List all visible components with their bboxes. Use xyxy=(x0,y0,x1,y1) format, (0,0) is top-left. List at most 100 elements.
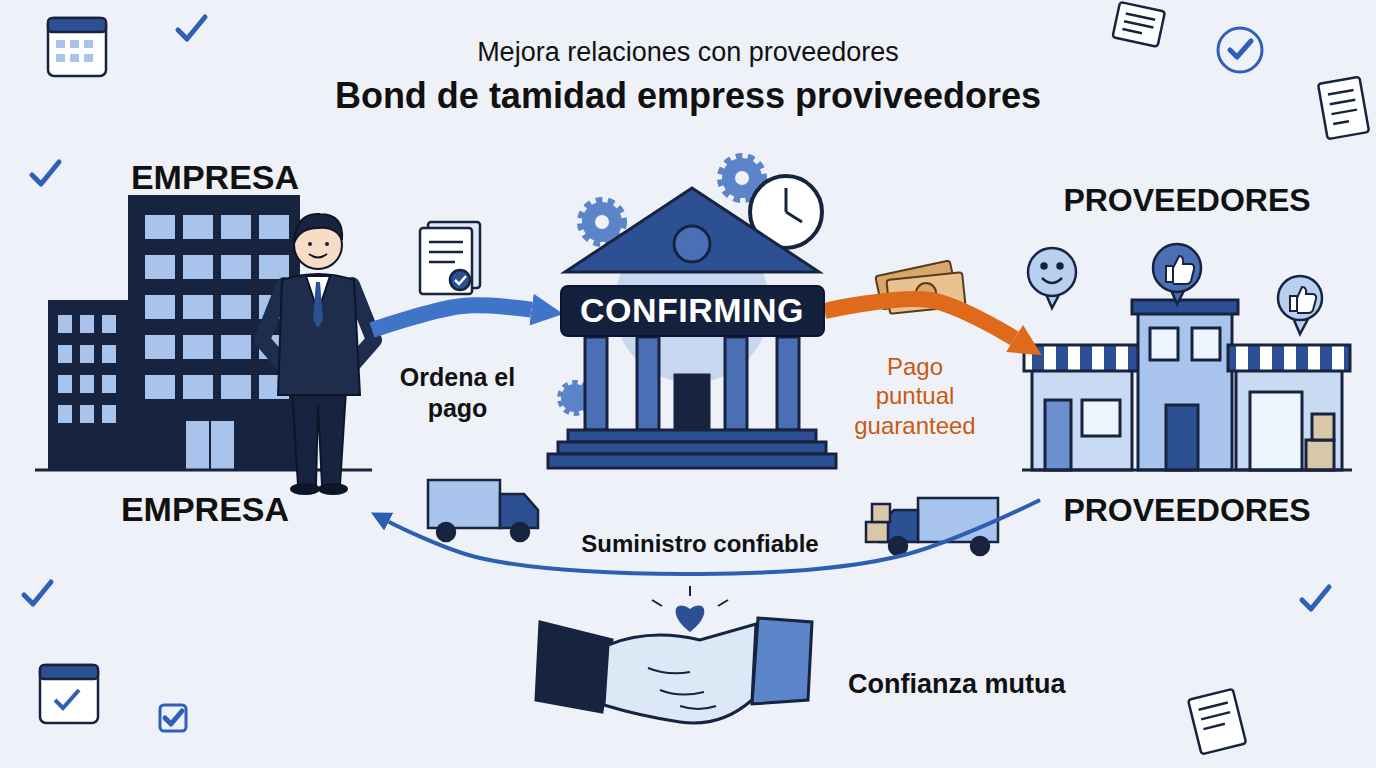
delivery-trucks-part xyxy=(428,480,538,541)
bank-building-part xyxy=(675,375,709,430)
document-icons-part-part xyxy=(1113,2,1165,47)
document-icon-part xyxy=(455,276,466,284)
delivery-trucks-part xyxy=(866,522,888,542)
confirming-box: CONFIRMING xyxy=(560,285,825,337)
document-icon-part xyxy=(429,242,463,262)
businessman-part xyxy=(278,274,360,395)
calendar-icons-part xyxy=(56,40,93,62)
office-building-part xyxy=(209,420,211,470)
check-marks-part xyxy=(165,711,182,724)
document-icons-part-part xyxy=(1318,77,1369,139)
businessman xyxy=(262,214,374,494)
calendar-icons-part xyxy=(48,18,106,32)
bank-building-part xyxy=(582,202,622,242)
supplier-shops-part xyxy=(1045,400,1071,470)
handshake xyxy=(536,586,812,723)
node-label: PROVEEDORES xyxy=(1063,182,1310,219)
feedback-bubbles-part xyxy=(1294,319,1308,334)
document-icon-part xyxy=(420,228,472,294)
node-label: CONFIRMING xyxy=(580,291,804,330)
supplier-shops xyxy=(1022,300,1352,470)
document-icons-part-part xyxy=(1122,13,1155,35)
handshake-part xyxy=(536,622,612,712)
company-node: EMPRESA EMPRESA xyxy=(40,150,372,540)
bank-building-part xyxy=(674,226,710,262)
check-marks-part xyxy=(160,705,186,731)
businessman-part xyxy=(309,254,327,258)
calendar-icons-part xyxy=(55,690,79,708)
check-marks xyxy=(24,17,1329,731)
handshake-part xyxy=(752,618,812,704)
node-label: EMPRESA xyxy=(121,490,289,529)
supplier-shops-part xyxy=(1306,440,1334,470)
handshake-part xyxy=(648,668,716,709)
feedback-bubbles-part xyxy=(1042,264,1047,269)
document-icons-part xyxy=(1113,2,1165,47)
document-icons-part-part xyxy=(1328,90,1359,124)
flow-arrow xyxy=(372,305,532,330)
check-marks-part xyxy=(32,162,59,184)
feedback-bubbles-part xyxy=(1166,256,1194,284)
office-building-part xyxy=(128,195,300,470)
calendar-icons-part xyxy=(48,18,106,76)
supplier-shops-part xyxy=(1236,370,1342,470)
bank-building-part xyxy=(637,337,659,430)
supplier-shops-part xyxy=(1150,328,1178,360)
bank-building-part xyxy=(585,337,607,430)
bank-building-part xyxy=(735,171,749,185)
feedback-bubbles-part xyxy=(1278,276,1322,320)
office-building-part xyxy=(145,215,295,405)
feedback-bubbles-part xyxy=(1028,248,1076,296)
document-icons-part xyxy=(1318,77,1369,139)
bank-building-part xyxy=(725,337,747,430)
bank-building-part xyxy=(548,454,836,468)
bank-building xyxy=(548,158,836,468)
calendar-icons-part xyxy=(40,665,98,679)
office-building-part xyxy=(58,315,124,435)
supplier-shops-part xyxy=(1032,370,1132,470)
bank-building-part xyxy=(595,215,609,229)
bank-building-part xyxy=(558,442,826,454)
check-marks-part xyxy=(24,582,51,604)
node-label: PROVEEDORES xyxy=(1063,492,1310,529)
document-icon xyxy=(420,222,480,294)
supplier-shops-part xyxy=(1228,345,1350,371)
caption-label: Confianza mutua xyxy=(848,668,1066,700)
edge-label: Suministro confiable xyxy=(573,528,826,559)
calendar-icons-part-part xyxy=(84,40,93,48)
document-icons-part xyxy=(1188,689,1246,754)
check-marks-part xyxy=(1230,41,1251,57)
feedback-bubbles xyxy=(1028,244,1322,334)
edge-label: Ordena el pago xyxy=(395,362,520,423)
supplier-shops-part xyxy=(1082,400,1120,436)
node-label: EMPRESA xyxy=(131,158,299,197)
delivery-trucks-part-part xyxy=(889,537,907,555)
check-marks-part xyxy=(1302,587,1329,609)
feedback-bubbles-part xyxy=(1042,278,1062,283)
delivery-trucks-part-part xyxy=(428,480,500,528)
calendar-icons-part-part xyxy=(56,40,65,48)
delivery-trucks-part-part xyxy=(437,523,455,541)
office-building-part xyxy=(185,420,235,470)
delivery-trucks-part-part xyxy=(971,537,989,555)
supplier-shops-part xyxy=(1024,345,1140,371)
businessman-part xyxy=(292,390,346,485)
handshake-part xyxy=(676,606,705,632)
supplier-shops-part xyxy=(1250,392,1302,470)
bank-building-part xyxy=(568,430,816,442)
calendar-icons-part-part xyxy=(56,54,65,62)
bank-building-part xyxy=(786,188,802,222)
delivery-trucks-part xyxy=(872,504,890,522)
supplier-shops-part xyxy=(1132,300,1238,314)
supplier-shops-part xyxy=(1138,312,1232,470)
handshake-part xyxy=(652,586,728,606)
calendar-icons-part-part xyxy=(84,54,93,62)
document-icons-part-part xyxy=(1199,702,1233,729)
subtitle: Mejora relaciones con proveedores xyxy=(477,36,899,68)
document-icons-part-part xyxy=(1188,689,1246,754)
calendar-icons-part-part xyxy=(70,54,79,62)
handshake-part xyxy=(604,624,756,723)
check-marks-part xyxy=(1218,28,1262,72)
bank-building-part xyxy=(565,188,819,272)
calendar-icons-part xyxy=(40,665,98,723)
